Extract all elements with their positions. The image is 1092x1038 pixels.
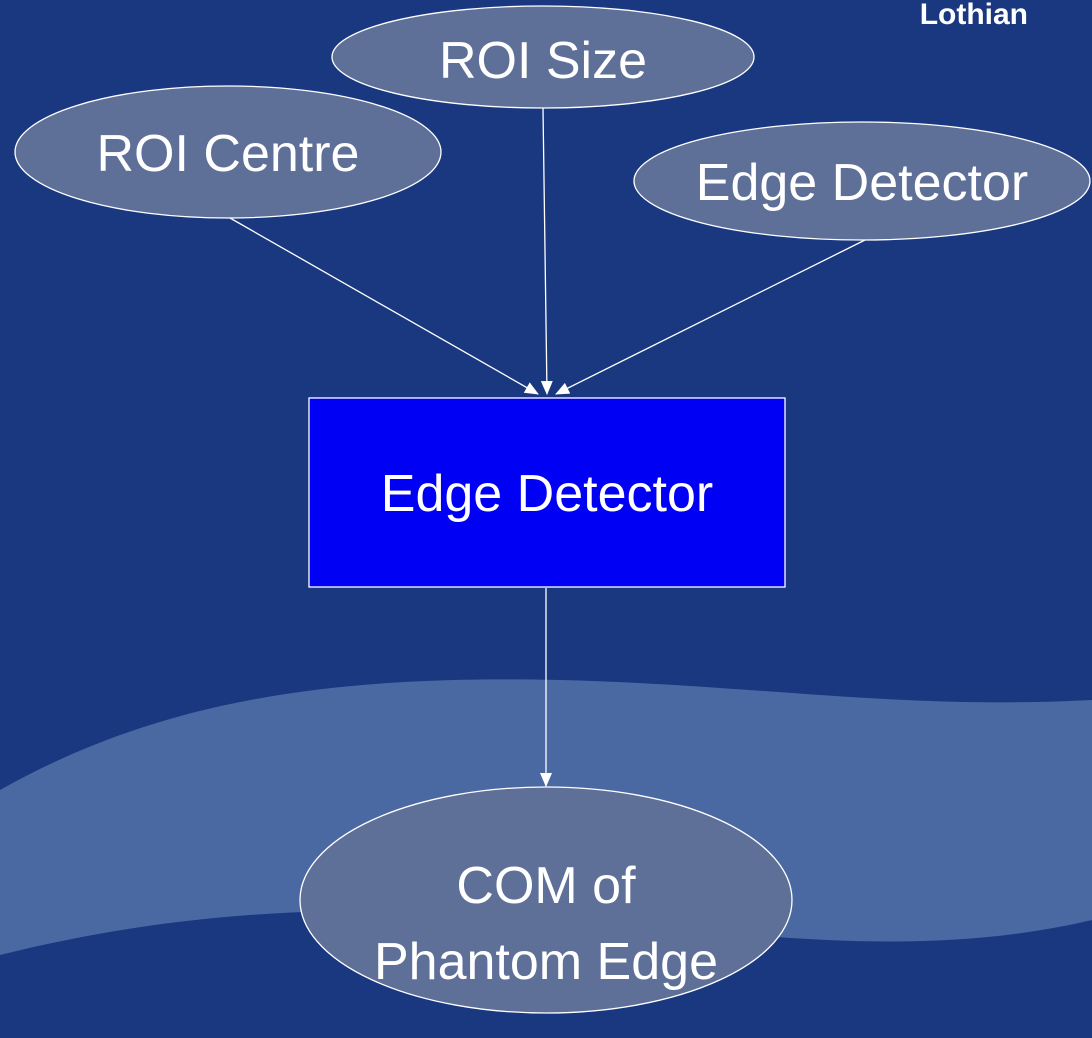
com-output-ellipse bbox=[299, 786, 793, 1014]
edge-detector-input-node: Edge Detector bbox=[633, 121, 1091, 241]
com-output-label-line-2: Phantom Edge bbox=[374, 933, 718, 991]
roi-centre-ellipse bbox=[14, 85, 442, 219]
roi-centre-node: ROI Centre bbox=[14, 85, 442, 219]
roi-size-node: ROI Size bbox=[331, 5, 755, 109]
edge-detector-input-ellipse bbox=[633, 121, 1091, 241]
edge-detector-process-box bbox=[308, 397, 786, 588]
edge-detector-process-label: Edge Detector bbox=[381, 465, 713, 523]
edge-detector-input-label: Edge Detector bbox=[696, 154, 1028, 212]
edge-detector-process-node: Edge Detector bbox=[308, 397, 786, 588]
roi-size-ellipse bbox=[331, 5, 755, 109]
edge-edge-detector-input-to-edge-detector bbox=[555, 239, 866, 395]
com-output-label-line-1: COM of bbox=[456, 857, 636, 915]
roi-centre-label: ROI Centre bbox=[97, 125, 360, 183]
edge-roi-size-to-edge-detector bbox=[540, 107, 553, 395]
logo-text: Lothian bbox=[920, 0, 1028, 31]
roi-size-label: ROI Size bbox=[439, 32, 647, 90]
com-output-node: COM of Phantom Edge bbox=[299, 786, 793, 1014]
edge-roi-centre-to-edge-detector bbox=[229, 217, 539, 395]
